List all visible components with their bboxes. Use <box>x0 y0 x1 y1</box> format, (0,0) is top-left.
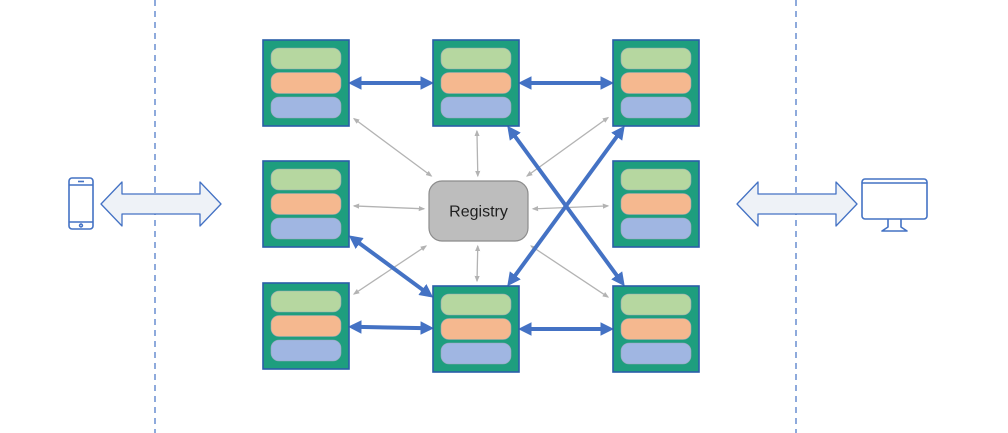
peer-link-bottom-center-to-top-right <box>507 125 625 287</box>
node-layer-top <box>440 293 512 316</box>
node-layer-bottom <box>620 96 692 119</box>
phone-icon <box>68 177 94 230</box>
node-layer-top <box>270 290 342 313</box>
node-layer-middle <box>620 193 692 215</box>
service-node-bottom-center[interactable] <box>432 285 520 373</box>
service-nodes <box>262 39 700 373</box>
service-node-middle-right[interactable] <box>612 160 700 248</box>
node-layer-top <box>620 47 692 70</box>
node-layer-middle <box>440 72 512 94</box>
node-layer-bottom <box>440 342 512 365</box>
registry-label: Registry <box>449 204 508 221</box>
node-layer-bottom <box>270 339 342 362</box>
registry-box <box>428 180 529 242</box>
registry-link-top-left <box>352 117 433 177</box>
node-layer-top <box>270 168 342 191</box>
node-layer-top <box>620 293 692 316</box>
peer-links <box>347 76 625 336</box>
node-layer-top <box>620 168 692 191</box>
node-layer-middle <box>620 72 692 94</box>
right-client <box>736 178 928 232</box>
service-node-top-center[interactable] <box>432 39 520 127</box>
node-layer-bottom <box>620 342 692 365</box>
node-layer-middle <box>270 315 342 337</box>
left-client-arrow <box>100 181 222 227</box>
node-layer-middle <box>620 318 692 340</box>
node-layer-top <box>270 47 342 70</box>
registry-link-middle-left <box>352 203 426 212</box>
node-layer-bottom <box>440 96 512 119</box>
peer-link-bottom-left-to-bottom-center <box>347 320 435 335</box>
node-layer-bottom <box>620 217 692 240</box>
peer-link-middle-left-to-bottom-center <box>348 235 434 298</box>
node-layer-bottom <box>270 96 342 119</box>
registry-node[interactable]: Registry <box>428 180 529 242</box>
service-node-middle-left[interactable] <box>262 160 350 248</box>
node-layer-middle <box>270 193 342 215</box>
right-client-arrow <box>736 181 858 227</box>
service-node-top-right[interactable] <box>612 39 700 127</box>
node-layer-bottom <box>270 217 342 240</box>
service-node-top-left[interactable] <box>262 39 350 127</box>
monitor-icon <box>861 178 928 232</box>
left-client <box>68 177 222 230</box>
node-layer-middle <box>440 318 512 340</box>
node-layer-top <box>440 47 512 70</box>
registry-link-bottom-left <box>352 245 428 295</box>
node-layer-middle <box>270 72 342 94</box>
service-node-bottom-left[interactable] <box>262 282 350 370</box>
service-node-bottom-right[interactable] <box>612 285 700 373</box>
registry-link-bottom-right <box>530 245 610 298</box>
registry-link-top-center <box>474 129 481 178</box>
registry-link-bottom-center <box>474 244 481 283</box>
registry-link-middle-right <box>531 203 610 212</box>
